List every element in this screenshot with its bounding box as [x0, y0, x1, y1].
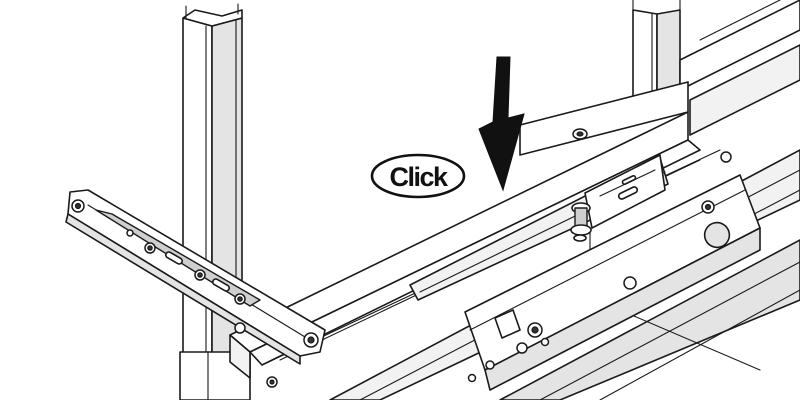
upper-frame-rail	[679, 0, 800, 136]
right-vertical-post	[632, 0, 681, 105]
down-arrow-icon	[478, 56, 525, 192]
side-slide-rail	[65, 189, 326, 388]
release-lever	[464, 151, 761, 391]
click-callout: Click	[370, 153, 466, 199]
click-label: Click	[389, 162, 449, 192]
locking-pin	[570, 202, 592, 242]
clip-bracket	[584, 154, 666, 229]
